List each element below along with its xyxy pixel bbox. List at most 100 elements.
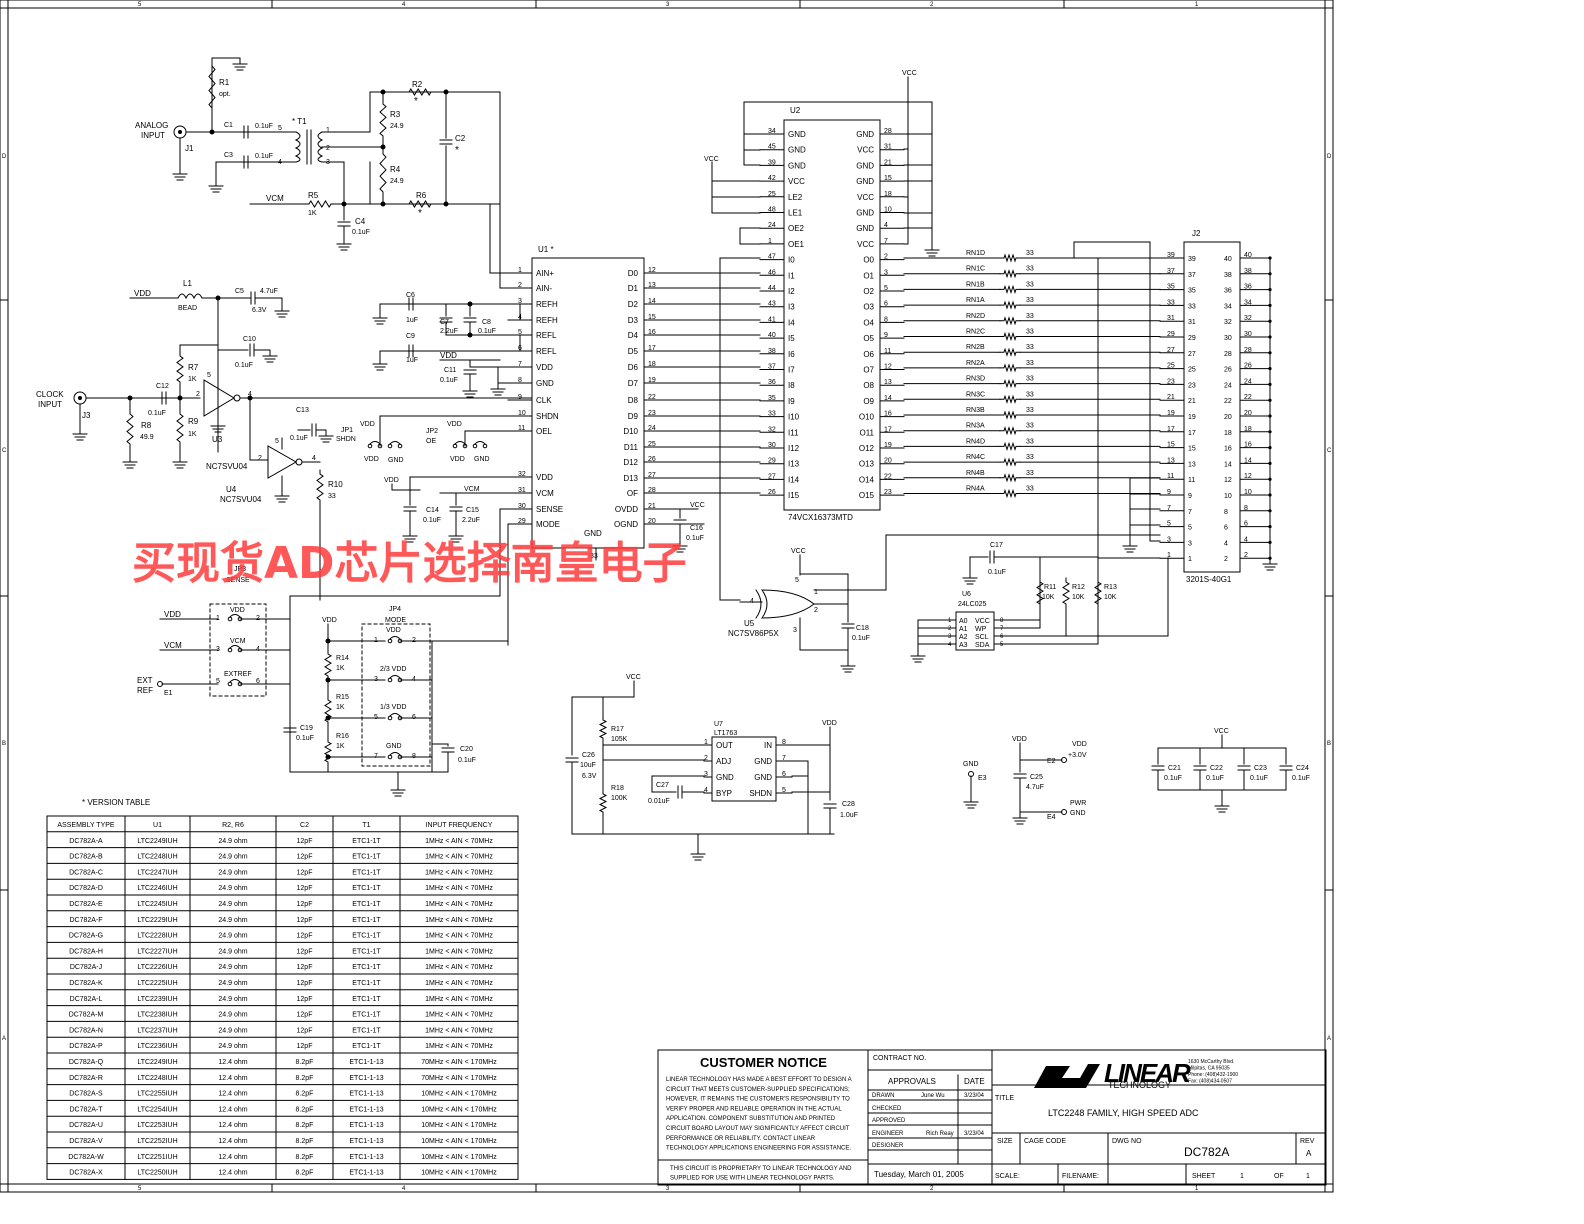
version-table-cell: LTC2248IUH <box>137 854 177 861</box>
inverter-U4 <box>267 445 298 479</box>
pin-number: 2 <box>884 254 888 261</box>
border-column-number: 1 <box>1195 2 1199 8</box>
pin-name: I6 <box>788 350 795 359</box>
capacitor-ref: C5 <box>235 288 244 295</box>
pin-number: 2 <box>196 391 200 398</box>
pin-name: 39 <box>1188 256 1196 263</box>
engineer-name: Rich Reay <box>926 1131 954 1137</box>
pin-name: 22 <box>1224 398 1232 405</box>
pin-number: 30 <box>518 503 526 510</box>
pin-number: 10 <box>518 410 526 417</box>
variant-mark: * <box>414 96 418 107</box>
junction-dot <box>127 395 133 401</box>
ground-symbol <box>402 529 418 543</box>
company-address-line: 1630 McCarthy Blvd. <box>1188 1059 1234 1065</box>
pin-number: 15 <box>1167 442 1175 449</box>
sheet-total: 1 <box>1306 1173 1310 1180</box>
pin-name: ADJ <box>716 757 731 766</box>
clock-input-label: CLOCK <box>36 390 64 399</box>
pin-number: 29 <box>518 518 526 525</box>
version-table-cell: 24.9 ohm <box>218 869 247 876</box>
pin-number: 14 <box>884 395 892 402</box>
resistor-value: 1K <box>336 665 345 672</box>
resistor-zigzag <box>999 379 1021 389</box>
jumper-switch <box>387 752 403 760</box>
border-row-letter: D <box>1327 154 1332 160</box>
pin-name: REFL <box>536 331 557 340</box>
resistor-ref: R4 <box>390 165 401 174</box>
pin-name: I12 <box>788 444 800 453</box>
pin-number: 19 <box>884 442 892 449</box>
pin-name: SCL <box>975 634 989 641</box>
version-table-cell: 12pF <box>297 964 313 971</box>
drawn-date: 3/23/04 <box>964 1093 985 1099</box>
net-label: VDD <box>447 421 462 428</box>
pin-name: O13 <box>859 460 875 469</box>
pin-number: 7 <box>782 755 786 762</box>
version-table-cell: 24.9 ohm <box>218 980 247 987</box>
version-table-cell: LTC2255IUH <box>137 1091 177 1098</box>
resistor-zigzag <box>379 99 387 141</box>
pin-number: 3 <box>948 634 952 640</box>
xor-gate-U5 <box>761 589 815 619</box>
resnet-ref: RN4D <box>966 438 985 445</box>
pin-number: 32 <box>768 426 776 433</box>
junction-dot <box>209 129 215 135</box>
resistor-zigzag <box>999 316 1021 326</box>
pin-name: AIN+ <box>536 269 554 278</box>
net-label: VCM <box>164 641 182 650</box>
rev-label: REV <box>1300 1138 1315 1145</box>
customer-notice-line: LINEAR TECHNOLOGY HAS MADE A BEST EFFORT… <box>666 1077 852 1083</box>
ground-symbol <box>924 243 940 257</box>
inductor-ref: L1 <box>183 279 192 288</box>
company-logo-text: LINEAR <box>1104 1058 1191 1088</box>
resistor-symbol <box>404 200 436 208</box>
version-table-cell: LTC2250IUH <box>137 1170 177 1177</box>
jumper-arc <box>454 441 466 445</box>
ic-part: 74VCX16373MTD <box>788 513 853 522</box>
resistor-ref: R1 <box>219 78 230 87</box>
resistor-symbol <box>999 473 1021 483</box>
version-table-cell: 10MHz < AIN < 170MHz <box>421 1106 497 1113</box>
version-table-cell: 12pF <box>297 901 313 908</box>
resistor-symbol <box>1094 577 1102 609</box>
border-row-letter: C <box>1327 448 1332 454</box>
resistor-value: 1K <box>336 704 345 711</box>
net-label: VCC <box>902 70 917 77</box>
jumper-frame <box>361 623 431 767</box>
border-row-letter: A <box>2 1036 6 1042</box>
pin-number: 17 <box>884 426 892 433</box>
jumper-ref: JP2 <box>426 428 438 435</box>
ground-symbol <box>262 349 278 363</box>
pin-number: 28 <box>1244 347 1252 354</box>
capacitor-ref: C21 <box>1168 765 1181 772</box>
jumper-switch <box>387 441 403 449</box>
jumper-label: VDD <box>230 607 245 614</box>
version-table-cell: LTC2245IUH <box>137 901 177 908</box>
pin-name: OE2 <box>788 224 805 233</box>
resistor-symbol <box>598 789 608 817</box>
version-table-cell: LTC2239IUH <box>137 996 177 1003</box>
pin-number: 3 <box>518 298 522 305</box>
resnet-value: 33 <box>1026 486 1034 493</box>
schematic-wires <box>72 57 1287 861</box>
resnet-ref: RN2D <box>966 313 985 320</box>
capacitor-symbol <box>1193 765 1207 771</box>
resistor-zigzag <box>324 649 332 681</box>
version-table-cell: ETC1-1-13 <box>349 1170 383 1177</box>
pin-name: A2 <box>959 634 968 641</box>
capacitor-symbol <box>1237 765 1251 771</box>
version-table-cell: DC782A-K <box>69 980 103 987</box>
pin-number: 11 <box>884 348 891 355</box>
border-column-number: 3 <box>666 2 670 8</box>
pin-name: REFH <box>536 316 558 325</box>
resistor-symbol <box>598 715 608 743</box>
inductor-L1 <box>177 293 203 300</box>
jumper-switch <box>452 441 468 449</box>
pin-number: 6 <box>518 345 522 352</box>
pin-name: D3 <box>628 316 639 325</box>
pin-number: 13 <box>1167 457 1175 464</box>
ground-symbol <box>390 783 406 797</box>
version-table-cell: 24.9 ohm <box>218 854 247 861</box>
